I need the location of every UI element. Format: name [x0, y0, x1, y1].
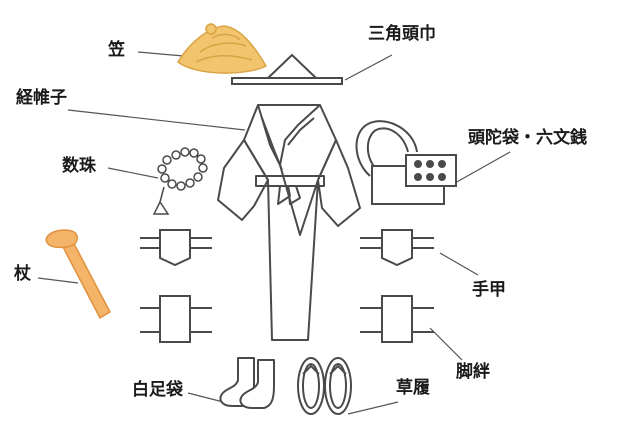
zori-sandals-icon [297, 357, 352, 415]
label-juzu: 数珠 [62, 156, 96, 176]
leader-line-zudabukuro [454, 151, 511, 184]
tekko-right-icon [360, 229, 434, 267]
leader-line-tekko [439, 252, 479, 276]
shirotabi-socks-icon [219, 357, 275, 409]
tekko-left-icon [140, 229, 212, 267]
leader-line-tsue [37, 277, 79, 284]
juzu-beads-icon [152, 147, 208, 215]
label-kyokatabira: 経帷子 [16, 88, 67, 108]
kyokatabira-kimono-icon [217, 104, 361, 341]
label-tekko: 手甲 [472, 280, 506, 300]
leader-line-zori [347, 401, 399, 415]
tsue-staff-icon [45, 229, 111, 320]
label-shirotabi: 白足袋 [132, 380, 183, 400]
label-zori: 草履 [396, 378, 430, 398]
label-tsue: 杖 [14, 264, 31, 284]
label-kasa: 笠 [108, 40, 125, 60]
label-kyahan: 脚絆 [456, 362, 490, 382]
kasa-hat-icon [177, 23, 268, 74]
sankaku-zukin-icon [231, 53, 343, 85]
zudabukuro-bag-icon [355, 120, 457, 205]
kyahan-left-icon [140, 295, 212, 343]
label-sankaku-zukin: 三角頭巾 [368, 24, 436, 44]
leader-line-sankaku-zukin [344, 54, 393, 81]
rokumonsen-coins-icon [414, 160, 446, 181]
leader-line-kyokatabira [67, 109, 246, 131]
leader-lines [37, 51, 511, 415]
leader-line-juzu [107, 167, 159, 179]
leader-line-kyahan [429, 327, 463, 361]
kyahan-right-icon [360, 295, 434, 343]
label-zudabukuro-rokumonsen: 頭陀袋・六文銭 [468, 128, 587, 148]
